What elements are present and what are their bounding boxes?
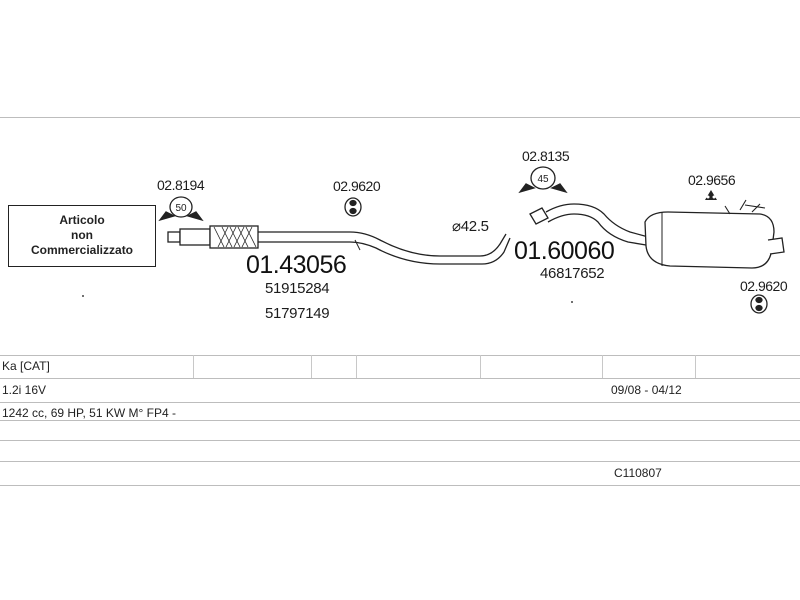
top-border [0,117,800,118]
col-divider-5 [602,355,603,378]
front-pipe-drawing [167,225,511,265]
exhaust-diagram: 50 45 [82,166,785,314]
notice-line-3: Commercializzato [30,243,134,257]
pipe-diameter: ⌀42.5 [452,218,489,235]
clamp-front-icon [158,196,204,222]
row-divider-1 [0,378,800,379]
vehicle-engine: 1.2i 16V [2,383,47,397]
part-clamp-rear[interactable]: 02.8135 [522,148,570,164]
part-hanger-rear[interactable]: 02.9620 [740,278,788,294]
row-divider-4 [0,440,800,441]
col-divider-3 [356,355,357,378]
dot-mark [571,301,573,303]
part-hanger-front[interactable]: 02.9620 [333,178,381,194]
part-rear-silencer[interactable]: 01.60060 [514,237,615,265]
row-divider-5 [0,461,800,462]
rear-silencer-ref: 46817652 [540,265,605,282]
row-divider-6 [0,485,800,486]
col-divider-1 [193,355,194,378]
part-mount-kit[interactable]: 02.9656 [688,172,736,188]
vehicle-spec: 1242 cc, 69 HP, 51 KW M° FP4 - [2,406,176,420]
notice-line-2: non [71,228,93,242]
front-pipe-ref-1: 51915284 [265,280,330,297]
hanger-front-icon [344,197,362,217]
notice-line-1: Articolo [59,213,105,227]
rear-silencer-drawing [529,199,785,269]
hanger-rear-icon [750,294,768,314]
clamp-rear-icon [518,166,568,194]
vehicle-model: Ka [CAT] [2,359,50,373]
col-divider-6 [695,355,696,378]
diagram-bottom-border [0,355,800,356]
part-front-pipe[interactable]: 01.43056 [246,251,347,279]
row-divider-2 [0,402,800,403]
vehicle-period: 09/08 - 04/12 [611,383,682,397]
row-divider-3 [0,420,800,421]
col-divider-2 [311,355,312,378]
front-pipe-ref-2: 51797149 [265,305,330,322]
clamp-front-size: 50 [175,203,187,214]
not-available-notice: Articolo non Commercializzato [8,205,156,267]
part-clamp-front[interactable]: 02.8194 [157,177,205,193]
clamp-rear-size: 45 [537,174,549,185]
system-code: C110807 [614,466,662,480]
col-divider-4 [480,355,481,378]
dot-mark [82,295,84,297]
mount-kit-icon [705,190,717,200]
